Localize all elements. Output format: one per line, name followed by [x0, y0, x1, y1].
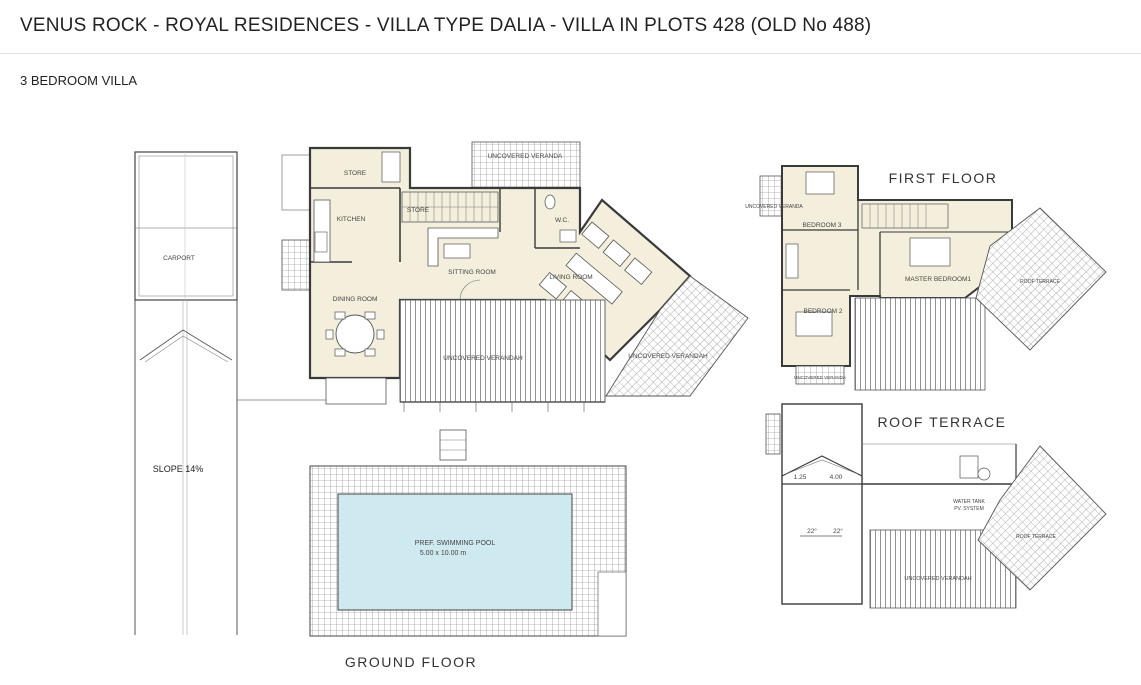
page-header: VENUS ROCK - ROYAL RESIDENCES - VILLA TY… [0, 0, 1141, 54]
living-room-label: LIVING ROOM [549, 274, 592, 281]
store-under-stair-label: STORE [407, 207, 430, 214]
ground-floor-title: GROUND FLOOR [345, 654, 477, 670]
uncovered-verandah-label: UNCOVERED VERANDAH [443, 355, 523, 362]
driveway-slope [134, 300, 327, 635]
pool-title: PREF. SWIMMING POOL [415, 540, 496, 547]
dining-room-label: DINING ROOM [333, 296, 378, 303]
pv-system-label: PV. SYSTEM [954, 506, 984, 512]
uncovered-veranda-top-label: UNCOVERED VERANDA [488, 153, 563, 160]
first-floor-title: FIRST FLOOR [889, 170, 998, 186]
slope-label: SLOPE 14% [153, 464, 204, 474]
bedroom2-label: BEDROOM 2 [803, 308, 842, 315]
sitting-room-label: SITTING ROOM [448, 269, 496, 276]
wc-label: W.C. [555, 217, 569, 224]
uncovered-verandah-diagonal-label: UNCOVERED VERANDAH [628, 353, 708, 360]
first-uncovered-veranda-bottom-label: UNCOVERED VERANDA [794, 375, 846, 380]
pool-size: 5.00 x 10.00 m [420, 550, 466, 557]
roof-terrace-title: ROOF TERRACE [878, 414, 1007, 430]
roof-roof-terrace-label: ROOF TERRACE [1016, 534, 1056, 540]
first-floor-plan [759, 165, 1107, 391]
ground-floor-plan [281, 141, 749, 461]
first-roof-terrace-label: ROOF TERRACE [1020, 279, 1060, 285]
carport-area [134, 151, 238, 301]
bedroom3-label: BEDROOM 3 [802, 222, 841, 229]
roof-dim-a: 1.25 [794, 474, 807, 481]
water-tank-label: WATER TANK [953, 499, 985, 505]
carport-label: CARPORT [163, 255, 195, 262]
swimming-pool [309, 465, 627, 637]
master-bedroom-label: MASTER BEDROOM1 [905, 276, 971, 283]
first-uncovered-veranda-label: UNCOVERED VERANDA [745, 204, 803, 210]
roof-slope-a: 22° [807, 527, 817, 535]
page-title: VENUS ROCK - ROYAL RESIDENCES - VILLA TY… [20, 15, 872, 36]
store-label: STORE [344, 170, 367, 177]
roof-slope-b: 22° [833, 527, 843, 535]
page-subtitle: 3 BEDROOM VILLA [20, 73, 138, 88]
roof-dim-b: 4.00 [830, 474, 843, 481]
kitchen-label: KITCHEN [337, 216, 366, 223]
roof-uncovered-verandah-label: UNCOVERED VERANDAH [904, 576, 971, 582]
roof-terrace-plan [765, 403, 1107, 609]
